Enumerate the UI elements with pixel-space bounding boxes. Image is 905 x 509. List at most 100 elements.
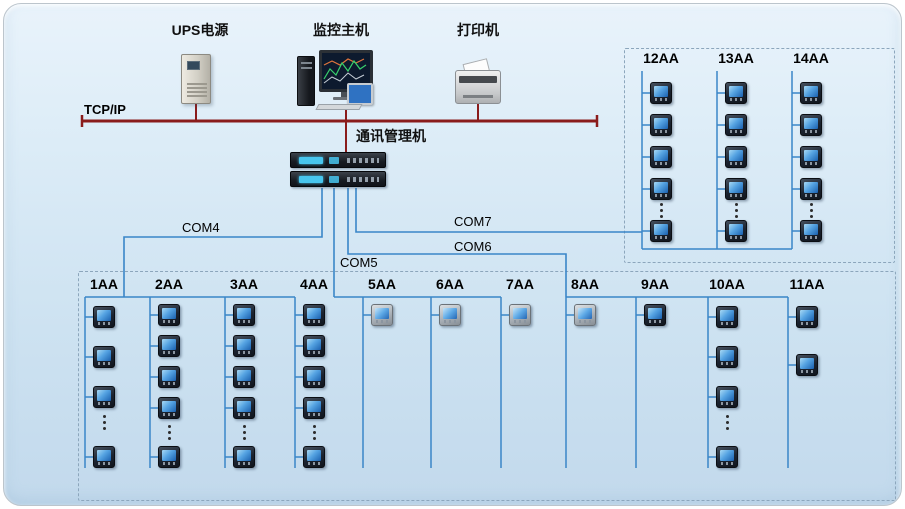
meter-screen bbox=[162, 450, 176, 461]
meter-icon bbox=[509, 304, 531, 326]
meter-buttons bbox=[801, 370, 815, 373]
group-label: 7AA bbox=[505, 276, 534, 292]
meter-screen bbox=[729, 118, 743, 129]
ellipsis-dots bbox=[808, 200, 814, 221]
ellipsis-dots bbox=[166, 422, 172, 443]
gateway-unit-top bbox=[290, 152, 386, 168]
group-box-right bbox=[624, 48, 895, 263]
meter-screen bbox=[800, 310, 814, 321]
meter-icon bbox=[233, 446, 255, 468]
meter-icon bbox=[158, 366, 180, 388]
meter-screen bbox=[654, 86, 668, 97]
meter-buttons bbox=[514, 320, 528, 323]
printer-output-slot bbox=[463, 95, 493, 98]
meter-buttons bbox=[730, 194, 744, 197]
meter-screen bbox=[729, 150, 743, 161]
meter-screen bbox=[720, 310, 734, 321]
gateway-label: 通讯管理机 bbox=[356, 128, 426, 144]
group-label: 12AA bbox=[643, 50, 679, 66]
meter-icon bbox=[158, 335, 180, 357]
meter-screen bbox=[654, 224, 668, 235]
meter-icon bbox=[800, 178, 822, 200]
meter-buttons bbox=[163, 462, 177, 465]
meter-icon bbox=[303, 335, 325, 357]
meter-buttons bbox=[308, 351, 322, 354]
ups-display bbox=[187, 61, 200, 70]
meter-icon bbox=[93, 446, 115, 468]
host-keyboard bbox=[315, 104, 363, 110]
meter-screen bbox=[162, 308, 176, 319]
meter-screen bbox=[720, 390, 734, 401]
gateway-lcd-small bbox=[329, 157, 339, 164]
meter-icon bbox=[233, 335, 255, 357]
meter-buttons bbox=[308, 462, 322, 465]
meter-icon bbox=[650, 82, 672, 104]
com6-label: COM6 bbox=[454, 239, 492, 254]
meter-buttons bbox=[376, 320, 390, 323]
meter-icon bbox=[716, 386, 738, 408]
meter-buttons bbox=[98, 462, 112, 465]
tcpip-label: TCP/IP bbox=[84, 102, 126, 117]
group-label: 4AA bbox=[299, 276, 328, 292]
meter-buttons bbox=[730, 162, 744, 165]
meter-buttons bbox=[98, 402, 112, 405]
ups-label: UPS电源 bbox=[171, 22, 229, 38]
diagram-panel: UPS电源 监控主机 打印机 TCP/IP 通讯管理机 COM4 COM5 CO… bbox=[3, 3, 902, 506]
meter-screen bbox=[97, 350, 111, 361]
meter-buttons bbox=[238, 462, 252, 465]
meter-buttons bbox=[655, 194, 669, 197]
meter-screen bbox=[443, 308, 457, 319]
ellipsis-dots bbox=[101, 412, 107, 433]
meter-buttons bbox=[730, 130, 744, 133]
meter-icon bbox=[93, 306, 115, 328]
meter-screen bbox=[307, 339, 321, 350]
meter-buttons bbox=[98, 322, 112, 325]
printer-device-icon bbox=[455, 58, 501, 104]
meter-screen bbox=[237, 401, 251, 412]
meter-screen bbox=[804, 86, 818, 97]
gateway-ports bbox=[347, 177, 379, 182]
group-label: 9AA bbox=[640, 276, 669, 292]
meter-screen bbox=[307, 450, 321, 461]
group-label: 1AA bbox=[89, 276, 118, 292]
meter-buttons bbox=[308, 320, 322, 323]
meter-icon bbox=[158, 397, 180, 419]
meter-icon bbox=[644, 304, 666, 326]
meter-buttons bbox=[801, 322, 815, 325]
meter-icon bbox=[796, 306, 818, 328]
host-tower bbox=[297, 56, 315, 106]
monitor-waveforms bbox=[323, 58, 367, 84]
meter-buttons bbox=[308, 413, 322, 416]
com7-trunk-line bbox=[355, 188, 642, 233]
meter-buttons bbox=[730, 98, 744, 101]
meter-icon bbox=[371, 304, 393, 326]
meter-icon bbox=[93, 346, 115, 368]
meter-icon bbox=[800, 82, 822, 104]
meter-screen bbox=[307, 370, 321, 381]
ellipsis-dots bbox=[658, 200, 664, 221]
meter-icon bbox=[233, 366, 255, 388]
meter-buttons bbox=[805, 162, 819, 165]
monitor-base bbox=[333, 97, 359, 100]
meter-screen bbox=[97, 390, 111, 401]
wiring-layer bbox=[80, 71, 800, 468]
meter-icon bbox=[716, 306, 738, 328]
meter-screen bbox=[162, 401, 176, 412]
meter-buttons bbox=[655, 236, 669, 239]
ups-device-icon bbox=[181, 54, 211, 104]
meter-screen bbox=[804, 118, 818, 129]
meter-icon bbox=[233, 304, 255, 326]
meter-icon bbox=[716, 346, 738, 368]
ups-vents bbox=[187, 83, 207, 98]
meter-icon bbox=[303, 397, 325, 419]
meter-icon bbox=[716, 446, 738, 468]
host-computer-icon bbox=[297, 50, 385, 110]
meter-icon bbox=[158, 304, 180, 326]
meter-buttons bbox=[805, 194, 819, 197]
gateway-device-icon bbox=[290, 152, 386, 188]
meter-buttons bbox=[308, 382, 322, 385]
meter-buttons bbox=[163, 413, 177, 416]
meter-icon bbox=[725, 178, 747, 200]
ellipsis-dots bbox=[724, 412, 730, 433]
gateway-lcd-small bbox=[329, 176, 339, 183]
